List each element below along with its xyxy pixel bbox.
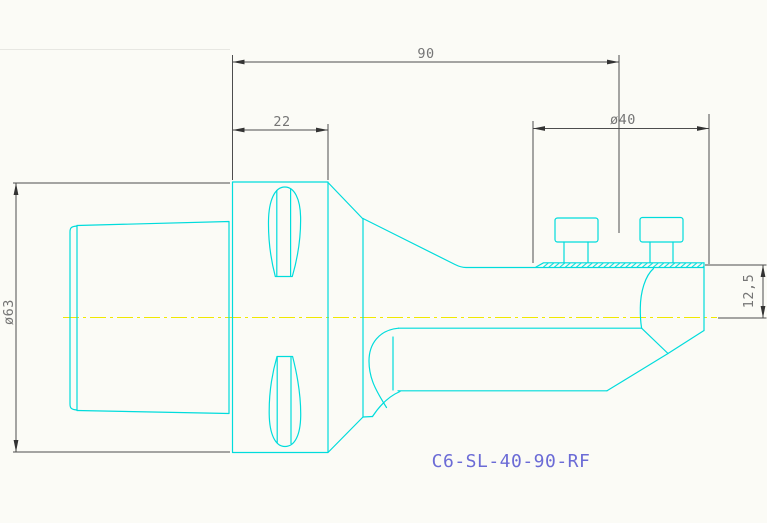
set-screw-shank-right xyxy=(649,241,674,264)
drive-slot-lower-inner-lines xyxy=(276,356,292,445)
arrow-left-overall xyxy=(232,59,245,65)
dim-text-overall-length: 90 xyxy=(417,46,434,62)
neck-taper-and-top-surface xyxy=(362,217,705,269)
dim-text-flange-width: 22 xyxy=(273,114,290,130)
neck-fillet-curve xyxy=(371,390,401,418)
flange-outline xyxy=(231,181,329,454)
set-screw-shank-left xyxy=(563,241,589,264)
taper-shank-outline xyxy=(76,220,230,415)
part-number-label: C6-SL-40-90-RF xyxy=(432,451,591,472)
arrow-right-overall xyxy=(607,59,619,65)
arrow-bottom-end-height xyxy=(760,306,766,318)
nose-inner-chamfer-edge xyxy=(641,327,669,355)
arrow-right-flange-width xyxy=(316,127,328,133)
set-screw-head-right xyxy=(639,216,684,243)
top-chamfer-edge xyxy=(327,181,364,220)
knurl-band-hatch xyxy=(543,262,704,268)
dim-text-flange-diameter: ø63 xyxy=(1,299,17,325)
dim-text-end-height: 12,5 xyxy=(741,274,757,309)
neck-bottom-nib xyxy=(362,415,374,418)
dimension-lines xyxy=(13,55,767,453)
shank-end-cap xyxy=(69,225,78,411)
dimension-labels: 90 22 ø40 ø63 12,5 xyxy=(1,46,757,325)
arrow-right-clamp-dia xyxy=(697,126,709,131)
part-geometry xyxy=(69,181,705,454)
nose-underside-diagonal xyxy=(606,352,669,392)
arrow-left-clamp-dia xyxy=(533,126,545,131)
bore-end-arc xyxy=(368,327,400,409)
set-screw-head-left xyxy=(554,217,599,243)
dimension-arrows xyxy=(13,59,766,452)
arrow-left-flange-width xyxy=(232,127,245,133)
drive-slot-upper-outline xyxy=(267,186,302,278)
arrow-top-flange-dia xyxy=(13,183,19,195)
arrow-bottom-flange-dia xyxy=(13,440,19,452)
drive-slot-lower-outline xyxy=(268,355,302,448)
arrow-top-end-height xyxy=(760,265,766,277)
nose-blend-curve xyxy=(639,267,655,329)
bottom-chamfer-edge xyxy=(327,416,364,454)
dim-text-clamp-diameter: ø40 xyxy=(610,112,636,128)
nose-end-chamfer xyxy=(667,329,705,355)
drive-slot-upper-inner-lines xyxy=(276,188,292,277)
